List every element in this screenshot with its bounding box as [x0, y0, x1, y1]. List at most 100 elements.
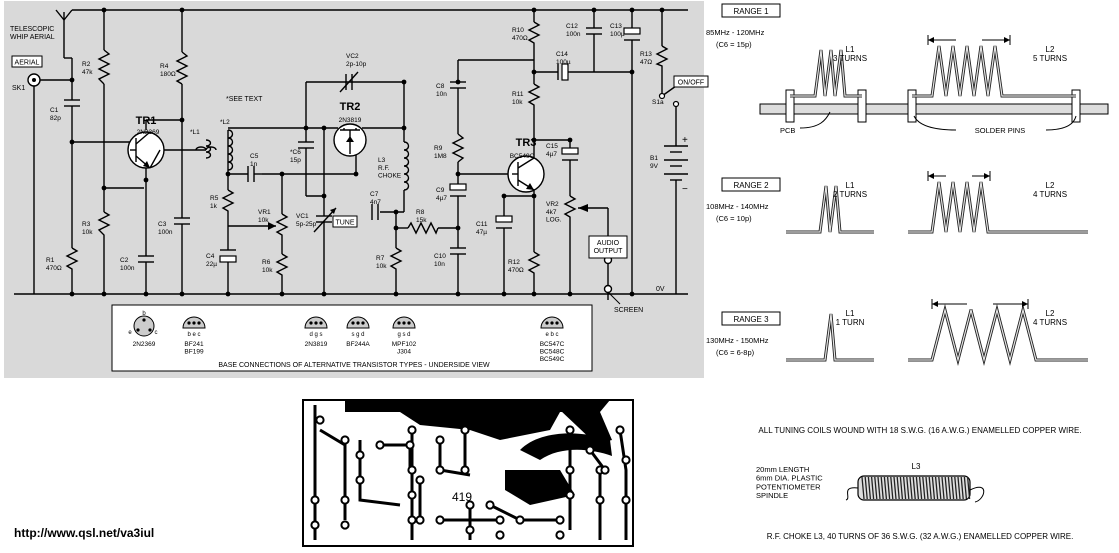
junction-dot [531, 137, 537, 143]
choke-note: R.F. CHOKE L3, 40 TURNS OF 36 S.W.G. (32… [767, 532, 1074, 541]
junction-dot [179, 7, 185, 13]
junction-dot [225, 291, 231, 297]
pcb-pad [460, 465, 470, 475]
range-freq: 130MHz - 150MHz [706, 336, 769, 345]
pcb-pad [405, 440, 415, 450]
junction-dot [659, 7, 665, 13]
pcb-pad [315, 415, 325, 425]
pinout-name: 2N2369 [133, 341, 156, 348]
onoff-tag: ON/OFF [678, 80, 704, 87]
pinout-panel [111, 304, 593, 372]
pcb-pad [375, 440, 385, 450]
choke-ref: L3 [912, 462, 921, 471]
junction-dot [179, 291, 185, 297]
pcb-pad [485, 500, 495, 510]
junction-dot [321, 125, 327, 131]
junction-dot [353, 171, 359, 177]
junction-dot [629, 291, 635, 297]
range-cap: (C6 = 10p) [716, 214, 752, 223]
junction-dot [393, 225, 399, 231]
junction-dot [101, 291, 107, 297]
junction-dot [591, 7, 597, 13]
junction-dot [531, 193, 537, 199]
pcb-pad [435, 435, 445, 445]
svg-text:e b c: e b c [545, 332, 558, 338]
junction-dot [179, 117, 185, 123]
zero-volt-label: 0V [656, 286, 665, 293]
coil-note: ALL TUNING COILS WOUND WITH 18 S.W.G. (1… [758, 426, 1081, 435]
svg-text:PCB: PCB [780, 126, 795, 135]
junction-dot [321, 193, 327, 199]
junction-dot [69, 139, 75, 145]
pcb-pad [340, 520, 350, 530]
tune-tag: TUNE [335, 220, 354, 227]
junction-dot [393, 209, 399, 215]
pcb-layout: 419 [302, 399, 634, 547]
junction-dot [101, 185, 107, 191]
pcb-pad [340, 495, 350, 505]
junction-dot [401, 79, 407, 85]
junction-dot [225, 171, 231, 177]
pcb-pad [615, 425, 625, 435]
transistor-type: BC549C [510, 153, 535, 160]
range-title: RANGE 1 [733, 7, 769, 16]
svg-text:SOLDER PINS: SOLDER PINS [975, 126, 1025, 135]
junction-dot [531, 7, 537, 13]
range-cap: (C6 = 15p) [716, 40, 752, 49]
range-title: RANGE 3 [733, 315, 769, 324]
schematic-symbols: + − [27, 21, 688, 294]
sk1-label: SK1 [12, 85, 25, 92]
pcb-pad [565, 490, 575, 500]
svg-text:+: + [682, 135, 688, 146]
transistor-type: 2N2369 [137, 129, 160, 136]
component-label: *L2 [220, 119, 230, 126]
junction-dot [567, 137, 573, 143]
junction-dot [143, 291, 149, 297]
junction-dot [501, 193, 507, 199]
pcb-pad [407, 425, 417, 435]
pcb-pad [565, 465, 575, 475]
pcb-pad [407, 515, 417, 525]
pcb-pad [515, 515, 525, 525]
pcb-pad [407, 490, 417, 500]
junction-dot [401, 125, 407, 131]
pcb-pad [600, 465, 610, 475]
component-label: *L1 [190, 129, 200, 136]
pcb-pad [340, 435, 350, 445]
pcb-pad [355, 475, 365, 485]
pcb-pad [465, 500, 475, 510]
